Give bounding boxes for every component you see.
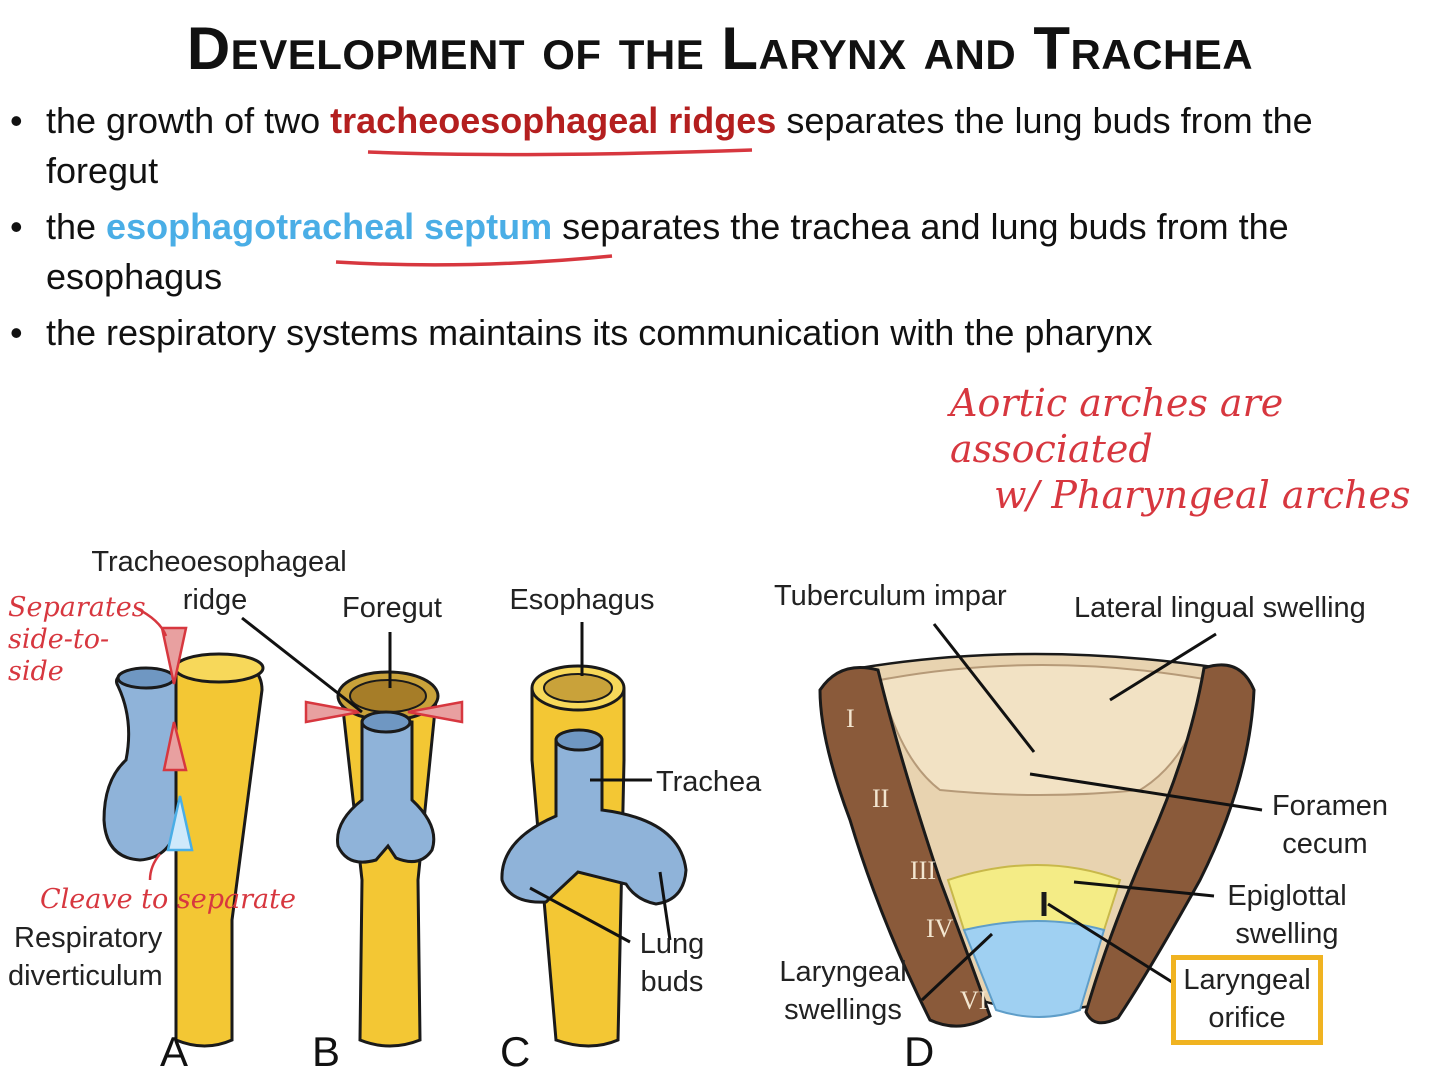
wedge-left-b bbox=[304, 700, 361, 724]
esophagus-tube-a bbox=[174, 658, 264, 1048]
trachea-c bbox=[500, 738, 688, 906]
leader-lung-left bbox=[529, 886, 631, 944]
label-esophagus: Esophagus bbox=[509, 584, 655, 616]
trachea-top-c bbox=[554, 728, 604, 752]
wedge-top-a bbox=[160, 626, 188, 685]
leader-epiglottal bbox=[1073, 880, 1215, 898]
label-ridge-1: Tracheoesophageal bbox=[91, 546, 347, 578]
esophagus-lumen-c bbox=[543, 673, 613, 703]
term-tracheoesophageal-ridges: tracheoesophageal ridges bbox=[330, 100, 777, 141]
leader-lateral bbox=[1109, 632, 1217, 702]
bullet-text-post: separates the trachea and lung buds from… bbox=[46, 206, 1289, 297]
leader-lines bbox=[241, 616, 1263, 1002]
label-foramen-2: cecum bbox=[1282, 828, 1368, 860]
highlight-box-laryngeal-orifice bbox=[1171, 955, 1323, 1045]
arch-label-3: III bbox=[910, 856, 936, 885]
bullet-text-pre: the bbox=[46, 206, 107, 247]
label-foregut: Foregut bbox=[342, 592, 442, 624]
label-epiglottal-1: Epiglottal bbox=[1227, 880, 1347, 912]
note-line-2: w/ Pharyngeal arches bbox=[994, 473, 1411, 517]
arrow-separates bbox=[135, 606, 168, 637]
label-tuberculum: Tuberculum impar bbox=[774, 580, 1007, 612]
bullet-text-post: separates the lung buds from the foregut bbox=[46, 100, 1313, 191]
panel-label-c: C bbox=[500, 1028, 531, 1075]
arches-right-d bbox=[1084, 663, 1256, 1025]
label-laryngeal-or-1: Laryngeal bbox=[1183, 964, 1311, 996]
term-esophagotracheal-septum: esophagotracheal septum bbox=[106, 206, 553, 247]
label-ridge-2: ridge bbox=[182, 584, 248, 616]
panel-label-d: D bbox=[904, 1028, 935, 1075]
leader-lung-right bbox=[658, 871, 672, 941]
label-lung-2: buds bbox=[640, 966, 704, 998]
leader-ridge bbox=[241, 616, 363, 714]
label-laryngeal-sw-2: swellings bbox=[784, 994, 902, 1026]
handwritten-separates: Separates side-to- side bbox=[8, 592, 146, 688]
note-line-1: Aortic arches are associated bbox=[950, 381, 1284, 471]
label-foramen-1: Foramen bbox=[1271, 790, 1389, 822]
trachea-top-b bbox=[360, 710, 412, 734]
arch-label-2: II bbox=[872, 784, 890, 813]
label-lateral: Lateral lingual swelling bbox=[1074, 592, 1366, 624]
label-epiglottal-2: swelling bbox=[1235, 918, 1339, 950]
foregut-lumen-b bbox=[349, 679, 427, 713]
underline-septum bbox=[335, 254, 613, 267]
arches-left-d bbox=[818, 666, 992, 1028]
handwritten-cleave: Cleave to separate bbox=[40, 884, 296, 915]
arch-label-1: I bbox=[846, 704, 855, 733]
bullet-list: • the growth of two tracheoesophageal ri… bbox=[8, 96, 1428, 364]
arrow-cleave bbox=[148, 853, 161, 881]
bullet-text-pre: the respiratory systems maintains its co… bbox=[46, 312, 1153, 353]
esophagus-top-a bbox=[173, 652, 265, 684]
wedge-blue-a bbox=[166, 795, 194, 852]
label-resp-2: diverticulum bbox=[8, 960, 163, 992]
page-title: Development of the Larynx and Trachea bbox=[186, 15, 1254, 82]
wedge-right-b bbox=[407, 700, 464, 724]
handwritten-note: Aortic arches are associated w/ Pharynge… bbox=[950, 380, 1440, 518]
trachea-b bbox=[336, 720, 436, 864]
label-laryngeal-or-2: orifice bbox=[1208, 1002, 1286, 1034]
label-resp-1: Respiratory bbox=[14, 922, 163, 954]
separates-line-2: side-to- bbox=[8, 624, 110, 655]
leader-foramen bbox=[1029, 772, 1263, 812]
bullet-dot: • bbox=[10, 100, 23, 141]
bullet-text-pre: the growth of two bbox=[46, 100, 331, 141]
bullet-dot: • bbox=[10, 206, 23, 247]
separates-line-1: Separates bbox=[8, 592, 146, 623]
bullet-dot: • bbox=[10, 312, 23, 353]
leader-laryngeal-sw bbox=[920, 932, 994, 1002]
underline-ridges bbox=[367, 148, 753, 157]
panel-label-a: A bbox=[160, 1028, 189, 1075]
label-laryngeal-sw-1: Laryngeal bbox=[779, 956, 907, 988]
leader-orifice bbox=[1047, 902, 1173, 984]
separates-line-3: side bbox=[8, 656, 64, 687]
panel-label-b: B bbox=[312, 1028, 341, 1075]
bullet-item: • the respiratory systems maintains its … bbox=[8, 308, 1428, 358]
bullet-item: • the growth of two tracheoesophageal ri… bbox=[8, 96, 1428, 196]
bullet-item: • the esophagotracheal septum separates … bbox=[8, 202, 1428, 302]
leader-tuberculum bbox=[932, 623, 1036, 753]
wedge-mid-a bbox=[162, 721, 188, 772]
laryngeal-region-d bbox=[962, 920, 1106, 1018]
label-trachea: Trachea bbox=[656, 766, 762, 798]
arch-label-4: IV bbox=[926, 914, 954, 943]
tongue-swellings-d bbox=[878, 664, 1212, 796]
arch-label-6: VI bbox=[960, 986, 988, 1015]
label-lung-1: Lung bbox=[639, 928, 705, 960]
